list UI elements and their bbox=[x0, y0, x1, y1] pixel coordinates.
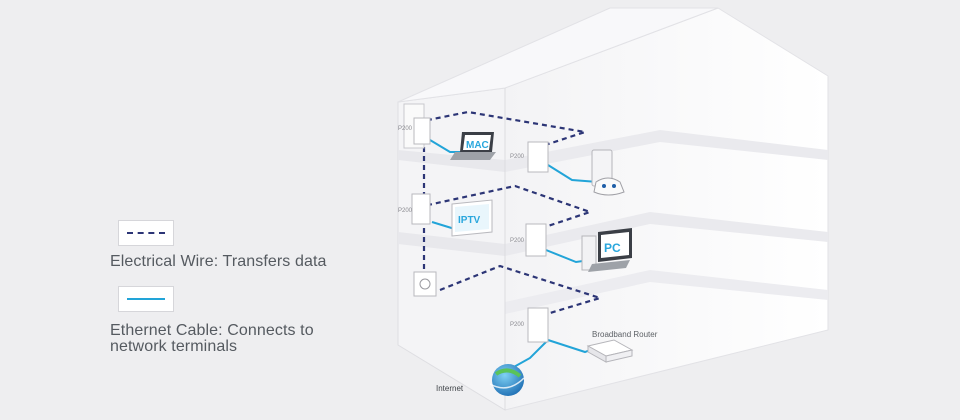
game-console-icon bbox=[591, 149, 625, 196]
laptop-icon: MAC bbox=[450, 132, 496, 160]
adapter-label: P200 bbox=[510, 238, 525, 244]
iptv-label: IPTV bbox=[458, 215, 481, 226]
adapter-label: P200 bbox=[398, 208, 413, 214]
mac-label: MAC bbox=[466, 140, 489, 151]
internet-label: Internet bbox=[436, 384, 464, 393]
dashed-line-icon bbox=[127, 232, 165, 234]
adapter-label: P200 bbox=[398, 126, 413, 132]
ethernet-cable-legend-swatch bbox=[118, 286, 174, 312]
adapter-label: P200 bbox=[510, 154, 525, 160]
electrical-wire-legend-swatch bbox=[118, 220, 174, 246]
ethernet-cable-legend-label: Ethernet Cable: Connects to network term… bbox=[110, 323, 370, 355]
desktop-pc-icon: PC bbox=[581, 228, 632, 272]
adapter-label: P200 bbox=[510, 322, 525, 328]
solid-line-icon bbox=[127, 298, 165, 300]
wall-socket-icon bbox=[413, 271, 437, 297]
tv-icon: IPTV bbox=[451, 199, 493, 237]
router-icon bbox=[586, 339, 634, 363]
pc-label: PC bbox=[604, 241, 621, 255]
ethernet-cable-legend-label-line2: network terminals bbox=[110, 338, 238, 355]
electrical-wire-legend-label: Electrical Wire: Transfers data bbox=[110, 253, 327, 270]
globe-icon bbox=[489, 364, 525, 396]
ethernet-cable-legend-label-line1: Ethernet Cable: Connects to bbox=[110, 322, 314, 339]
powerline-adapter-icon bbox=[403, 103, 549, 343]
router-label: Broadband Router bbox=[592, 330, 658, 339]
